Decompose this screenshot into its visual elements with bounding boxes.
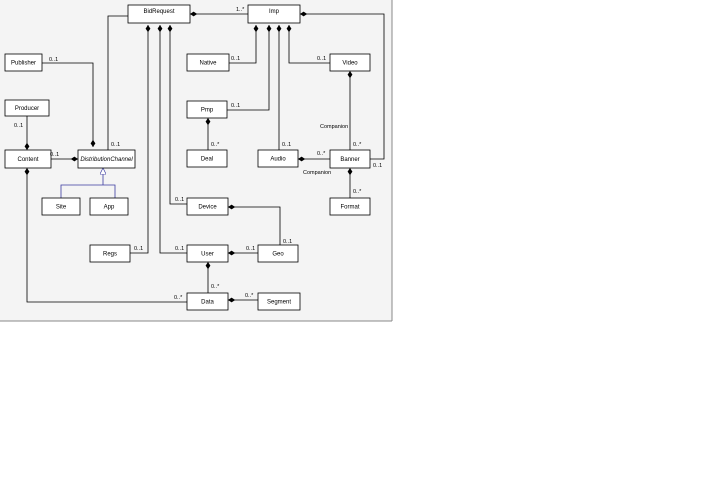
class-format-label: Format [340,205,359,211]
mult-audio-banner: 0..* [317,151,326,157]
class-pmp-label: Pmp [201,108,214,114]
mult-bidreq-imp: 1..* [236,7,245,13]
class-banner[interactable]: Banner [329,149,371,169]
link-banner-imp [300,11,385,160]
class-imp-label: Imp [269,9,280,15]
mult-format-banner: 0..* [353,189,362,195]
class-imp[interactable]: Imp [247,4,301,24]
link-publisher-distributionchannel [42,62,96,147]
mult-prod-content: 0..1 [14,123,23,129]
mult-video-imp: 0..1 [317,56,326,62]
class-video[interactable]: Video [329,53,371,72]
link-video-imp [286,25,330,64]
class-native-label: Native [199,61,217,67]
class-native[interactable]: Native [186,53,230,72]
role-companion-video: Companion [320,124,348,130]
mult-content-dc: 0..1 [50,152,59,158]
class-user-label: User [201,252,214,258]
class-segment[interactable]: Segment [257,292,301,311]
class-site-label: Site [56,205,67,211]
class-bidrequest-label: BidRequest [143,9,174,15]
class-data[interactable]: Data [186,292,229,311]
link-device-bidrequest [167,25,187,205]
mult-data-user: 0..* [211,284,220,290]
class-device[interactable]: Device [186,197,229,216]
mult-banner-imp: 0..1 [373,163,382,169]
link-geo-device [228,204,281,247]
mult-audio-imp: 0..1 [282,142,291,148]
link-regs-bidrequest [130,25,151,254]
link-native-imp [229,25,259,64]
class-data-label: Data [201,300,214,306]
class-regs[interactable]: Regs [89,244,131,263]
class-deal-label: Deal [201,157,213,163]
link-pmp-imp [227,25,272,111]
class-banner-label: Banner [340,157,359,163]
class-producer-label: Producer [15,106,39,112]
class-distributionchannel[interactable]: DistributionChannel [77,149,136,169]
mult-user-bidreq: 0..1 [175,246,184,252]
mult-banner-video: 0..* [353,142,362,148]
link-user-bidrequest [157,25,187,254]
mult-dc-bidreq: 0..1 [111,142,120,148]
class-regs-label: Regs [103,252,117,258]
mult-geo-device: 0..1 [283,239,292,245]
class-deal[interactable]: Deal [186,149,228,168]
class-video-label: Video [342,61,358,67]
class-user[interactable]: User [186,244,229,263]
class-audio[interactable]: Audio [257,149,299,168]
class-app-label: App [104,205,115,211]
mult-deal-pmp: 0..* [211,142,220,148]
class-app[interactable]: App [89,197,129,216]
class-publisher[interactable]: Publisher [4,53,43,72]
mult-native-imp: 0..1 [231,56,240,62]
class-geo-label: Geo [272,252,284,258]
class-pmp[interactable]: Pmp [186,100,228,119]
generalization-bar [60,184,116,198]
class-format[interactable]: Format [329,197,371,216]
class-audio-label: Audio [270,157,286,163]
class-geo[interactable]: Geo [257,244,299,263]
role-companion-audio: Companion [303,170,331,176]
class-segment-label: Segment [267,300,291,306]
link-data-content [24,168,187,303]
mult-data-content: 0..* [174,295,183,301]
class-publisher-label: Publisher [11,61,36,67]
mult-pmp-imp: 0..1 [231,103,240,109]
mult-pub-dc: 0..1 [49,57,58,63]
class-site[interactable]: Site [41,197,81,216]
class-distributionchannel-label: DistributionChannel [80,157,133,163]
mult-geo-user: 0..1 [246,246,255,252]
mult-segment-data: 0..* [245,293,254,299]
class-device-label: Device [198,205,217,211]
mult-regs-bidreq: 0..1 [134,246,143,252]
class-producer[interactable]: Producer [4,99,50,117]
class-content-label: Content [17,157,38,163]
link-distributionchannel-bidrequest [107,15,128,150]
class-bidrequest[interactable]: BidRequest [127,4,191,24]
mult-device-bidreq: 0..1 [175,197,184,203]
class-content[interactable]: Content [4,149,52,169]
